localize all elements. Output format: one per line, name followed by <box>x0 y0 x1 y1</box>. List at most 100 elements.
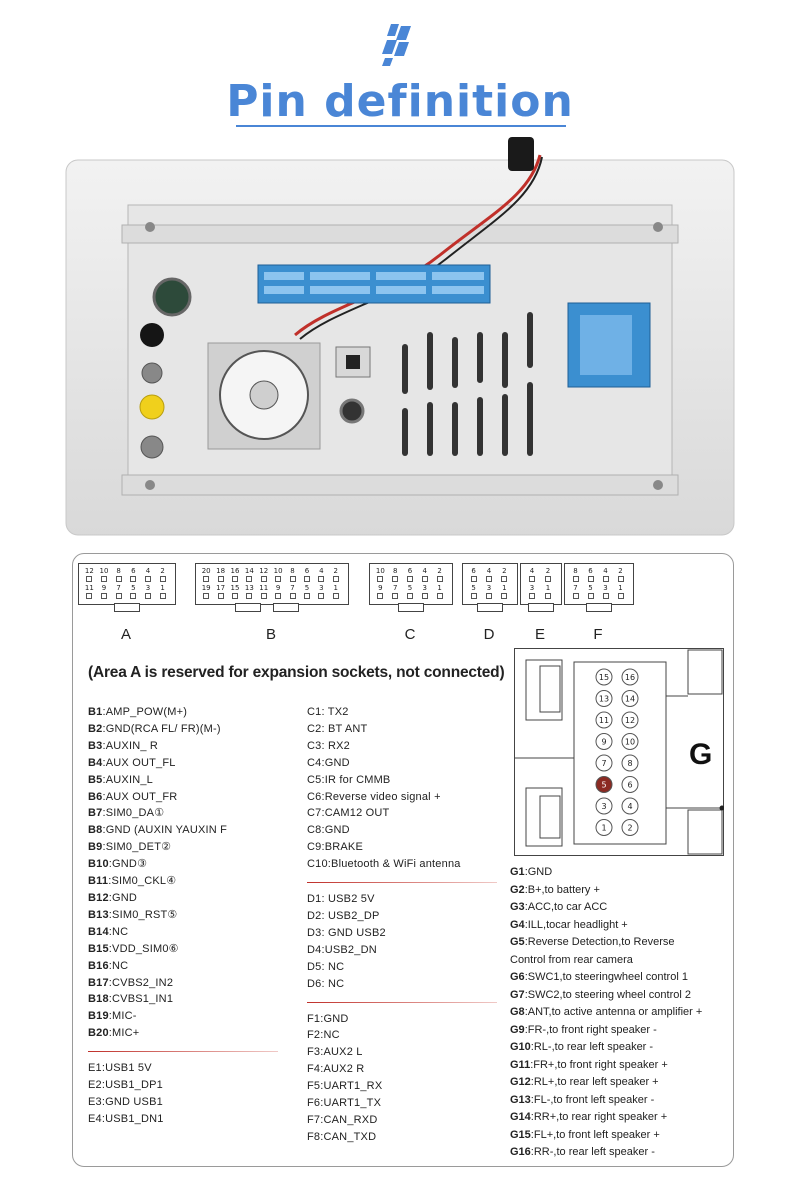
pin-entry: B6:AUX OUT_FR <box>88 789 278 806</box>
g-pin <box>595 754 613 772</box>
pin-entry: F6:UART1_TX <box>307 1097 382 1110</box>
pin-diagram-panel <box>72 553 734 1167</box>
pin-description: :ANT,to active antenna or amplifier + <box>524 1006 703 1018</box>
pin-id: G2 <box>510 883 525 896</box>
pin-id: B17 <box>88 976 109 989</box>
pin-description: :NC <box>108 925 129 938</box>
pin-number: 6 <box>128 567 139 582</box>
pin-id: G5 <box>510 936 525 948</box>
pin-entry: G8:ANT,to active antenna or amplifier + <box>510 1004 702 1022</box>
pin-entry: F8:CAN_TXD <box>307 1130 377 1143</box>
g-pin-number: 10 <box>625 738 635 747</box>
g-pin <box>595 690 613 707</box>
pin-description: :CVBS1_IN1 <box>108 993 174 1006</box>
pin-number: 5 <box>301 584 312 599</box>
pin-description: Control from rear camera <box>510 953 633 966</box>
pin-number: 6 <box>301 567 312 582</box>
pin-id: B2 <box>88 722 103 735</box>
pin-number: 2 <box>499 567 510 582</box>
connector-frame <box>195 563 349 605</box>
pin-entry: E2:USB1_DP1 <box>88 1079 163 1092</box>
pin-number: 8 <box>570 567 581 582</box>
pin-number: 12 <box>84 567 95 582</box>
pin-id: G6 <box>510 971 525 983</box>
pin-id: G13 <box>510 1093 531 1106</box>
pin-number: 3 <box>600 584 611 599</box>
pin-entry: E4:USB1_DN1 <box>88 1112 164 1125</box>
pin-description: :FL+,to front left speaker + <box>530 1128 660 1141</box>
pin-description: :B+,to battery + <box>524 883 600 896</box>
pin-id: B12 <box>88 891 109 904</box>
area-a-note: (Area A is reserved for expansion socket… <box>88 664 505 681</box>
g-pin-number: 14 <box>625 695 635 704</box>
pin-number: 1 <box>615 584 626 599</box>
pin-number: 3 <box>316 584 327 599</box>
pin-entry: G3:ACC,to car ACC <box>510 899 702 917</box>
pin-number: 10 <box>273 567 284 582</box>
pin-number: 18 <box>215 567 226 582</box>
pin-number: 4 <box>527 567 538 582</box>
pin-number: 10 <box>375 567 386 582</box>
pin-entry: B10:GND③ <box>88 856 278 873</box>
pin-entry: G5:Reverse Detection,to Reverse <box>510 934 702 952</box>
pin-description: :AMP_POW(M+) <box>102 706 188 718</box>
pin-number: 12 <box>258 567 269 582</box>
pin-entry: G9:FR-,to front right speaker - <box>510 1022 702 1040</box>
connector-label: C <box>404 626 416 643</box>
pin-entry: B2:GND(RCA FL/ FR)(M-) <box>88 721 278 738</box>
connector-key-tab <box>398 603 424 612</box>
pin-number: 2 <box>157 567 168 582</box>
g-pin-number: 7 <box>601 759 606 768</box>
pin-entry: F3:AUX2 L <box>307 1046 363 1059</box>
pin-id: B1 <box>88 706 103 718</box>
pin-entry: G2:B+,to battery + <box>510 882 702 900</box>
pin-id: B4 <box>88 756 103 769</box>
g-pin-number: 13 <box>599 695 609 704</box>
pin-description: :RR-,to rear left speaker - <box>530 1146 655 1158</box>
pin-entry: C9:BRAKE <box>307 841 364 854</box>
pin-entry: G15:FL+,to front left speaker + <box>510 1127 702 1145</box>
g-pin <box>595 733 613 750</box>
pin-id: B19 <box>88 1010 109 1023</box>
connector-label-g: G <box>689 738 713 771</box>
pin-entry: G4:ILL,tocar headlight + <box>510 917 702 935</box>
pin-entry: G14:RR+,to rear right speaker + <box>510 1109 702 1127</box>
g-pin <box>621 711 639 729</box>
g-pin <box>621 819 639 836</box>
connector-label: B <box>265 626 276 643</box>
pin-id: B14 <box>88 925 109 938</box>
pin-number: 1 <box>434 584 445 599</box>
pin-entry: B15:VDD_SIM0⑥ <box>88 941 278 958</box>
pin-number: 6 <box>468 567 479 582</box>
pin-entry: B8:GND (AUXIN YAUXIN F <box>88 822 278 839</box>
pin-number: 19 <box>201 584 212 599</box>
g-pin-number: 5 <box>601 781 606 790</box>
pin-id: G1 <box>510 866 525 878</box>
pin-id: B13 <box>88 908 109 921</box>
pin-id: B5 <box>88 773 103 786</box>
pin-list-b: B1:AMP_POW(M+)B2:GND(RCA FL/ FR)(M-)B3:A… <box>88 704 278 1042</box>
g-pin-number: 3 <box>601 802 606 811</box>
pin-entry: G16:RR-,to rear left speaker - <box>510 1144 702 1162</box>
g-pin-number: 12 <box>625 716 635 725</box>
pin-number: 15 <box>229 584 240 599</box>
pin-description: :GND③ <box>108 858 148 871</box>
pin-description: :SIM0_CKL④ <box>108 875 177 888</box>
pin-number: 4 <box>483 567 494 582</box>
pin-description: :RR+,to rear right speaker + <box>530 1111 668 1123</box>
pin-description: :MIC- <box>108 1010 137 1023</box>
connector-label: F <box>593 626 603 643</box>
pin-entry: B19:MIC- <box>88 1008 278 1025</box>
pin-entry: F4:AUX2 R <box>307 1063 365 1076</box>
g-pin-number: 16 <box>625 673 635 682</box>
pin-number: 4 <box>316 567 327 582</box>
pin-entry: B5:AUXIN_L <box>88 772 278 789</box>
pin-description: :FR+,to front right speaker + <box>530 1058 668 1071</box>
pin-number: 5 <box>404 584 415 599</box>
pin-number: 13 <box>244 584 255 599</box>
